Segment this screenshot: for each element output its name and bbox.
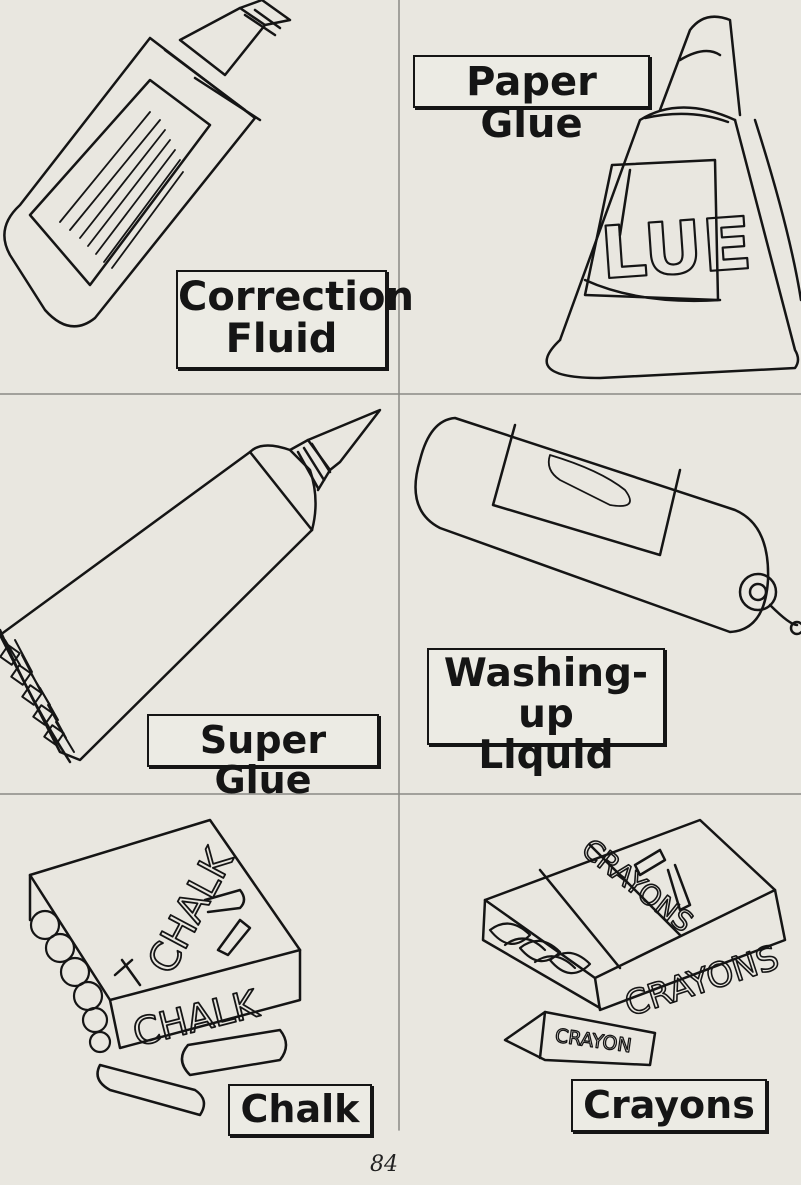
washing-up-liquid-drawing: [414, 416, 801, 636]
washing-up-liquid-label: Washing-up Liquid: [427, 648, 665, 776]
crayons-box-top-text: CRAYONS: [576, 832, 700, 939]
correction-fluid-drawing: [3, 0, 292, 328]
super-glue-label-text: Super Glue: [199, 718, 327, 802]
correction-fluid-label: Correction Fluid: [176, 270, 414, 369]
chalk-label: Chalk: [228, 1084, 372, 1136]
washing-up-liquid-label-line-1: Washing-up: [443, 651, 649, 737]
page-number: 84: [370, 1152, 398, 1177]
paper-glue-bottle-text: LUE: [598, 201, 754, 295]
crayons-label-text: Crayons: [583, 1083, 755, 1127]
super-glue-drawing: [0, 408, 382, 764]
crayons-box-side-text: CRAYONS: [620, 938, 784, 1025]
crayons-label: Crayons: [571, 1079, 767, 1132]
paper-glue-label-text: Paper Glue: [466, 59, 597, 147]
correction-fluid-label-line-2: Fluid: [225, 316, 338, 362]
crayons-drawing: [481, 818, 787, 1067]
paper-glue-label: Paper Glue: [413, 55, 650, 145]
chalk-drawing: [28, 818, 302, 1117]
chalk-label-text: Chalk: [240, 1087, 360, 1131]
super-glue-label: Super Glue: [147, 714, 379, 800]
correction-fluid-label-line-1: Correction: [178, 274, 414, 320]
washing-up-liquid-label-line-2: Liquid: [478, 732, 614, 778]
paper-glue-drawing: [545, 15, 801, 380]
grid-lines: [0, 0, 801, 1131]
crayon-stick-text: CRAYON: [554, 1025, 633, 1057]
